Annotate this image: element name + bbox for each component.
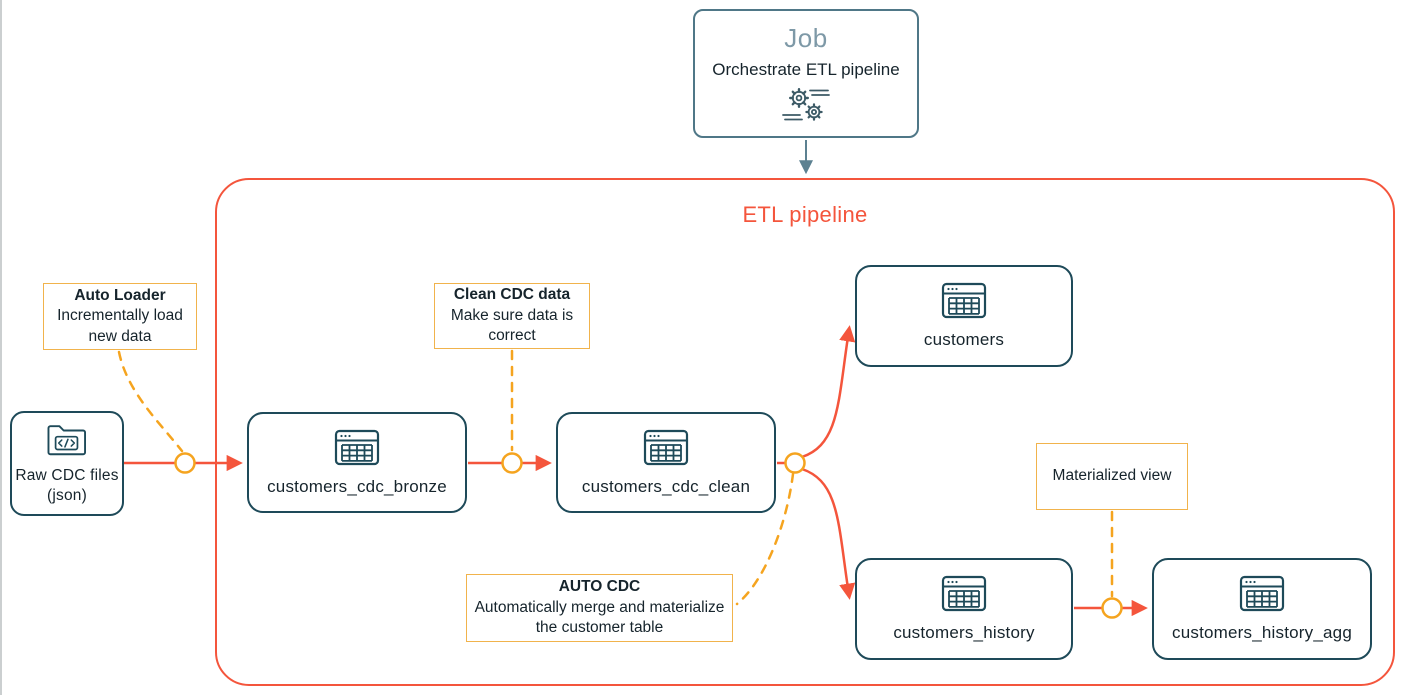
source-label: Raw CDC files (json) — [15, 466, 119, 504]
annotation-clean-cdc-data: Clean CDC data Make sure data is correct — [434, 283, 590, 349]
node-raw-cdc-files: Raw CDC files (json) — [10, 411, 124, 516]
node-customers-cdc-bronze: customers_cdc_bronze — [247, 412, 467, 513]
annotation-body: Materialized view — [1052, 467, 1172, 485]
etl-pipeline-title: ETL pipeline — [742, 202, 868, 227]
table-icon — [334, 429, 380, 465]
table-icon — [941, 282, 987, 319]
node-label: customers_cdc_bronze — [267, 476, 447, 496]
job-node: Job Orchestrate ETL pipeline — [693, 9, 919, 138]
etl-pipeline-container: ETL pipeline — [215, 178, 1395, 686]
table-icon — [941, 575, 987, 612]
node-label: customers_history — [893, 623, 1035, 642]
annotation-auto-cdc: AUTO CDC Automatically merge and materia… — [466, 574, 733, 642]
annotation-title: AUTO CDC — [558, 578, 641, 596]
annotation-materialized-view: Materialized view — [1036, 443, 1188, 510]
annotation-body: Automatically merge and materialize the … — [474, 598, 725, 637]
annotation-auto-loader: Auto Loader Incrementally load new data — [43, 283, 197, 350]
node-label: customers — [923, 330, 1005, 349]
annotation-title: Clean CDC data — [453, 286, 571, 304]
annotation-title: Auto Loader — [74, 286, 166, 304]
node-customers: customers — [855, 265, 1073, 367]
node-label: customers_cdc_clean — [581, 476, 751, 496]
job-subtitle: Orchestrate ETL pipeline — [712, 60, 900, 79]
junction-dot-auto-loader — [174, 452, 196, 474]
node-customers-cdc-clean: customers_cdc_clean — [556, 412, 776, 513]
annotation-body: Incrementally load new data — [57, 307, 183, 345]
leader-auto-loader — [117, 350, 184, 453]
node-customers-history: customers_history — [855, 558, 1073, 660]
table-icon — [1239, 575, 1285, 612]
gears-icon — [782, 88, 830, 121]
table-icon — [643, 429, 689, 465]
node-customers-history-agg: customers_history_agg — [1152, 558, 1372, 660]
code-folder-icon — [47, 425, 86, 456]
job-title: Job — [784, 23, 828, 53]
screenshot-left-edge — [0, 0, 2, 695]
node-label: customers_history_agg — [1172, 623, 1352, 642]
annotation-body: Make sure data is correct — [450, 306, 574, 345]
